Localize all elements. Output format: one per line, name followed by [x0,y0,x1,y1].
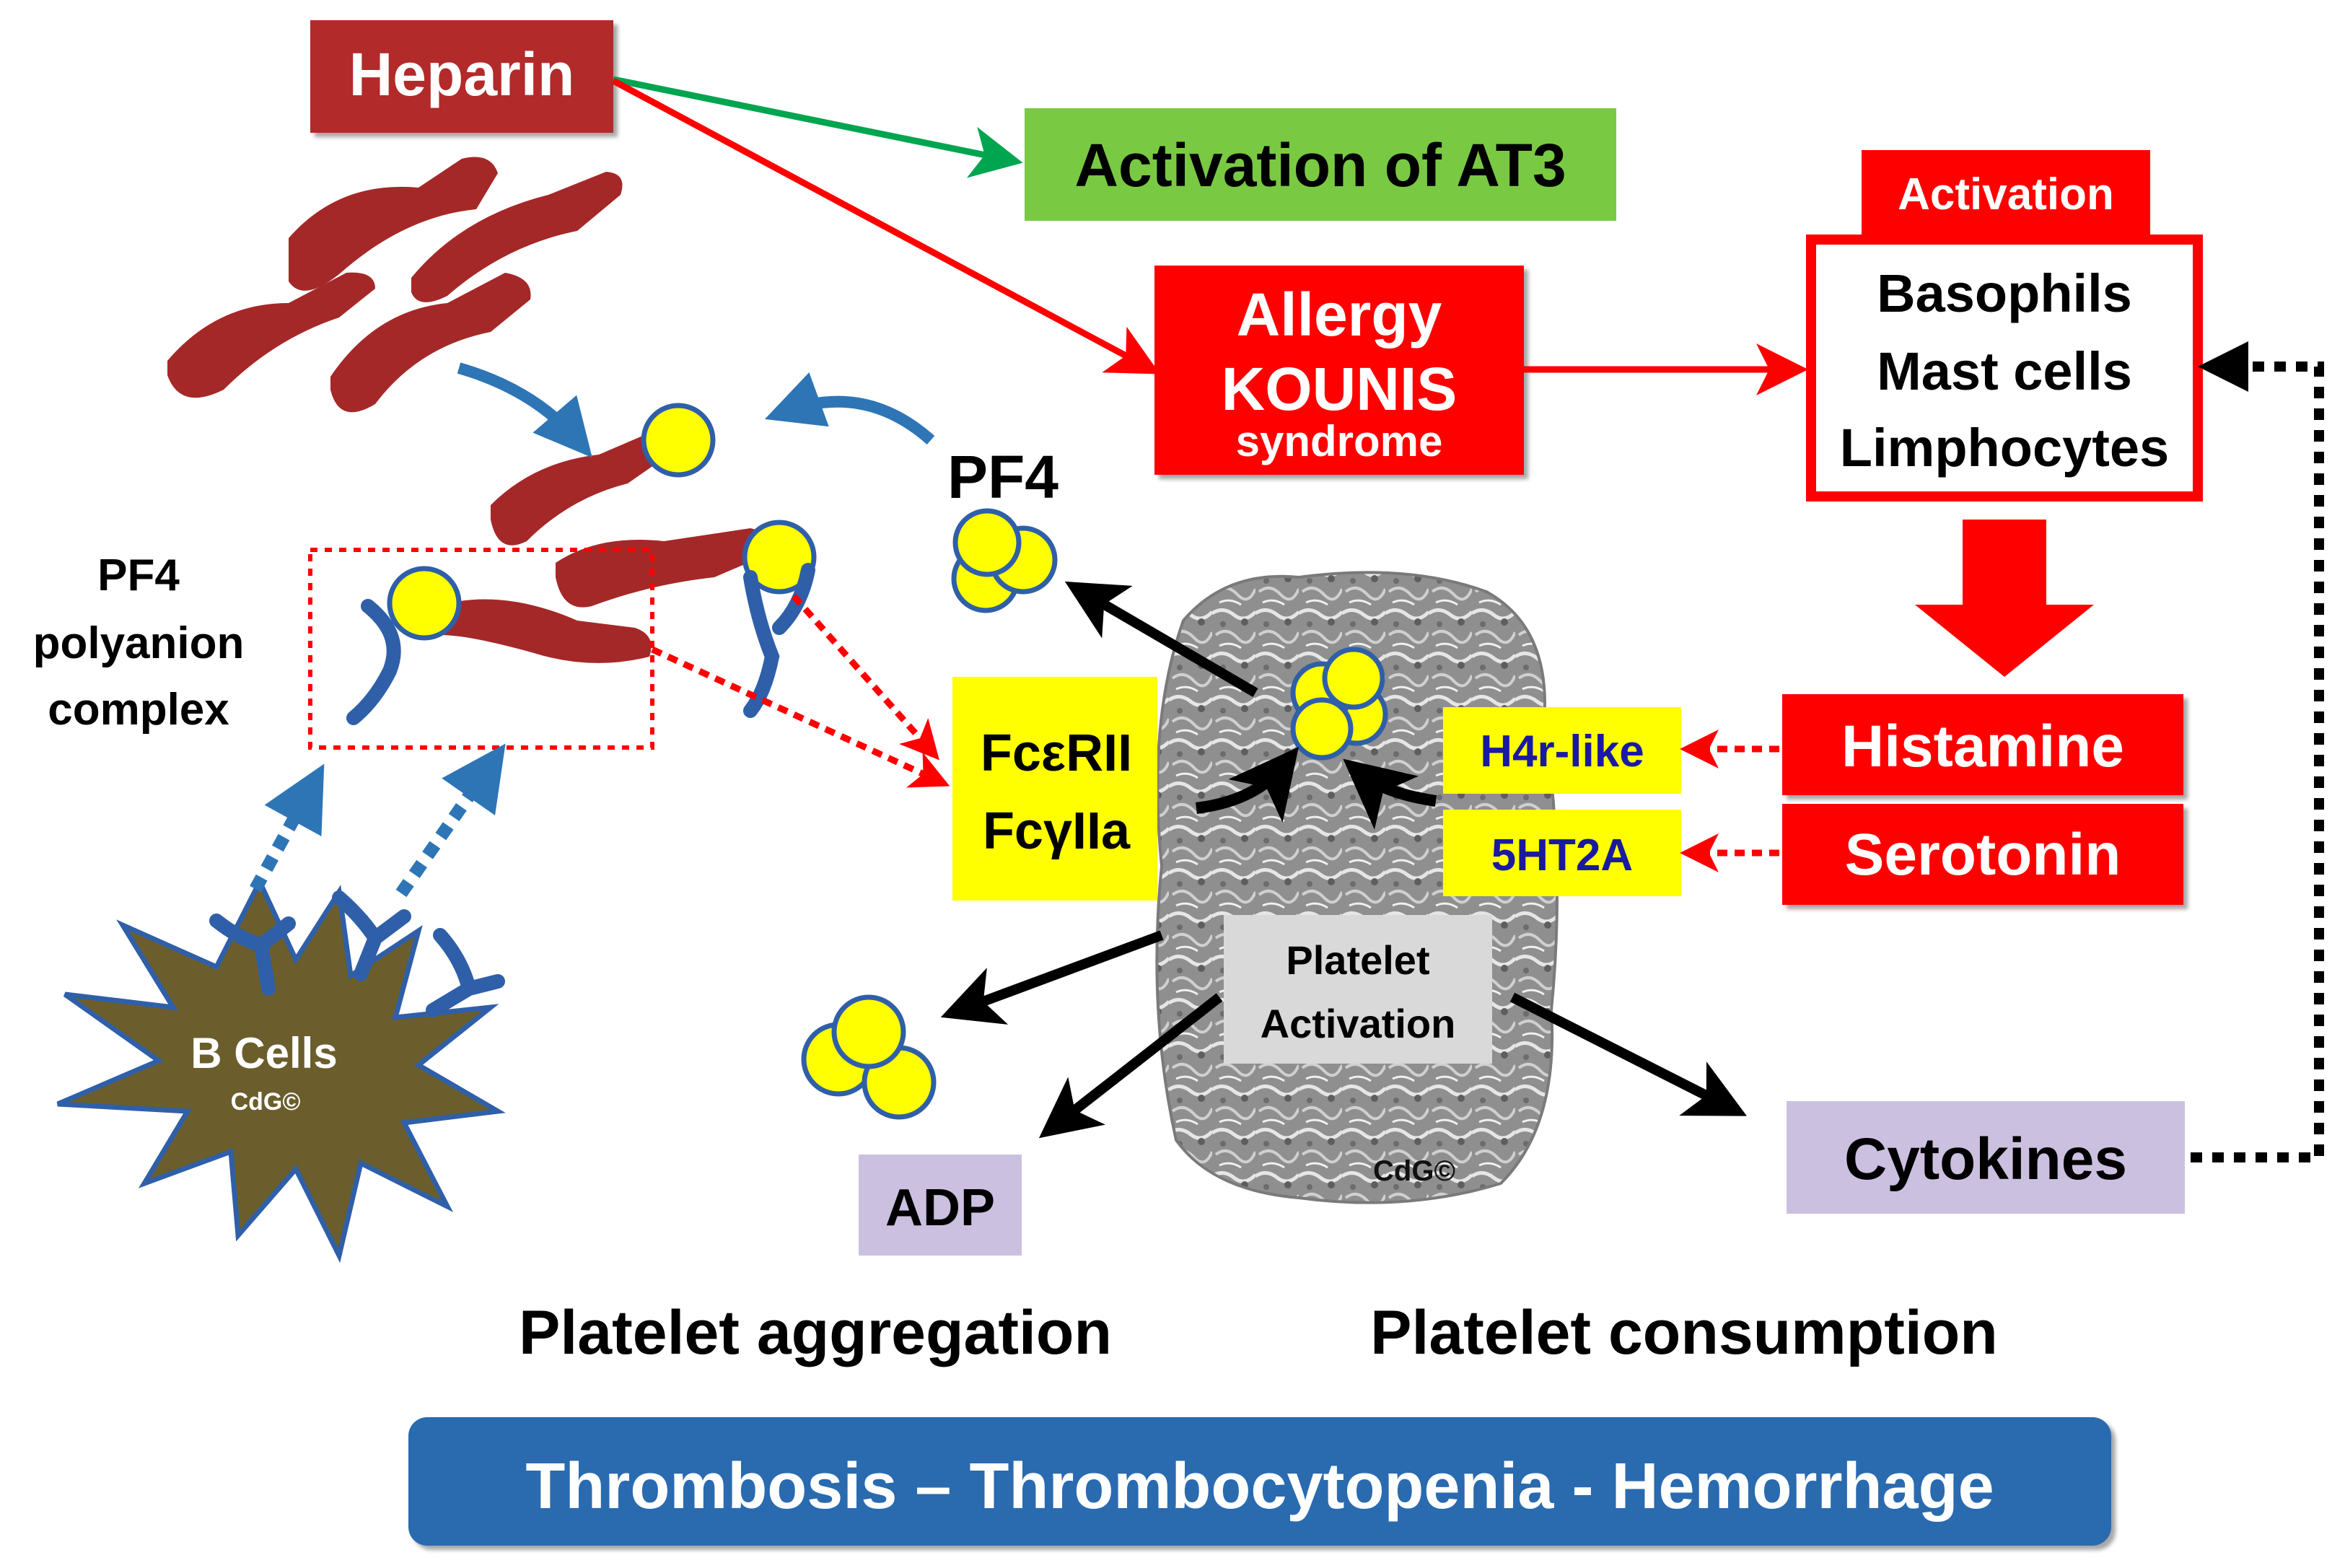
bcell-to-complex-arrow-1 [250,763,325,893]
ht2a-label: 5HT2A [1491,831,1633,880]
basophils-label: Basophils [1877,263,2132,323]
fc-epsilon-label: FcεRII [981,724,1132,782]
b-cells-copyright: CdG© [231,1088,301,1116]
platelet-pf4-cluster [1290,647,1388,761]
ht2a-node: 5HT2A [1443,810,1681,896]
at3-node: Activation of AT3 [1025,108,1616,221]
histamine-node: Histamine [1782,694,2183,795]
bcell-to-complex-arrow-2 [395,743,506,898]
mast-cells-label: Mast cells [1877,341,2132,401]
platelet-to-adp-arrow [1038,993,1223,1139]
adp-label: ADP [885,1179,995,1237]
bound-pf4 [387,403,817,641]
syndrome-label: syndrome [1236,417,1443,465]
at3-label: Activation of AT3 [1074,131,1566,199]
outcome-banner-label: Thrombosis – Thrombocytopenia - Hemorrha… [525,1450,1994,1523]
aggregation-label: Platelet aggregation [519,1298,1112,1367]
complex-label: PF4 polyanion complex [33,551,245,735]
fc-gamma-label: FcγIIa [983,802,1131,860]
pf4-label: PF4 [947,443,1058,511]
heparin-to-allergy-arrow [611,78,1160,375]
pf4-free-cluster [951,508,1058,613]
aggregate-cluster [801,994,937,1120]
outcome-banner: Thrombosis – Thrombocytopenia - Hemorrha… [408,1417,2111,1546]
platelet-activation-line2: Activation [1261,1001,1456,1046]
fc-to-platelet-arrow [1196,747,1299,823]
h4r-node: H4r-like [1443,707,1681,794]
fc-receptors-node: FcεRII FcγIIa [952,677,1157,901]
heparin-chains [167,157,767,663]
b-cell-antibodies [209,890,505,1017]
allergy-kounis-node: Allergy KOUNIS syndrome [1154,266,1524,475]
cells-to-histamine-arrow [1915,520,2094,677]
complex-label-line1: PF4 [97,551,180,600]
cytokines-label: Cytokines [1844,1126,2127,1192]
consumption-label: Platelet consumption [1370,1298,1998,1367]
activation-tab: Activation [1862,150,2150,240]
cytokines-node: Cytokines [1787,1101,2185,1214]
histamine-label: Histamine [1841,714,2124,779]
immune-cells-box: Basophils Mast cells Limphocytes [1806,235,2203,502]
pf4-to-heparin-arrow [764,372,935,444]
heparin-to-at3-arrow [613,76,1023,178]
complex-to-fc-arrow-1 [651,646,950,788]
h4r-label: H4r-like [1480,727,1644,776]
platelet-activation-line1: Platelet [1286,937,1429,983]
platelet-to-pf4-arrow [1064,581,1258,698]
adp-node: ADP [859,1155,1022,1256]
platelet-to-cytokines-arrow [1509,992,1747,1116]
heparin-to-complex-arrow [457,362,592,458]
platelet-activation-node: Platelet Activation [1224,915,1492,1064]
cytokines-feedback-arrow [2191,341,2324,1162]
b-cells-node: B Cells CdG© [56,875,506,1263]
complex-label-line2: polyanion [33,618,245,668]
heparin-node: Heparin [310,20,613,133]
heparin-label: Heparin [349,40,575,108]
platelet-copyright: CdG© [1373,1155,1455,1187]
complex-label-line3: complex [48,685,229,735]
b-cells-label: B Cells [190,1029,337,1077]
receptor-to-platelet-arrow [1343,758,1437,830]
platelet-to-aggregate-arrow [940,930,1164,1025]
activation-tab-label: Activation [1898,170,2114,219]
kounis-label: KOUNIS [1222,355,1458,423]
serotonin-label: Serotonin [1845,822,2121,888]
allergy-label: Allergy [1237,281,1442,349]
serotonin-node: Serotonin [1782,804,2183,905]
limphocytes-label: Limphocytes [1840,418,2169,478]
